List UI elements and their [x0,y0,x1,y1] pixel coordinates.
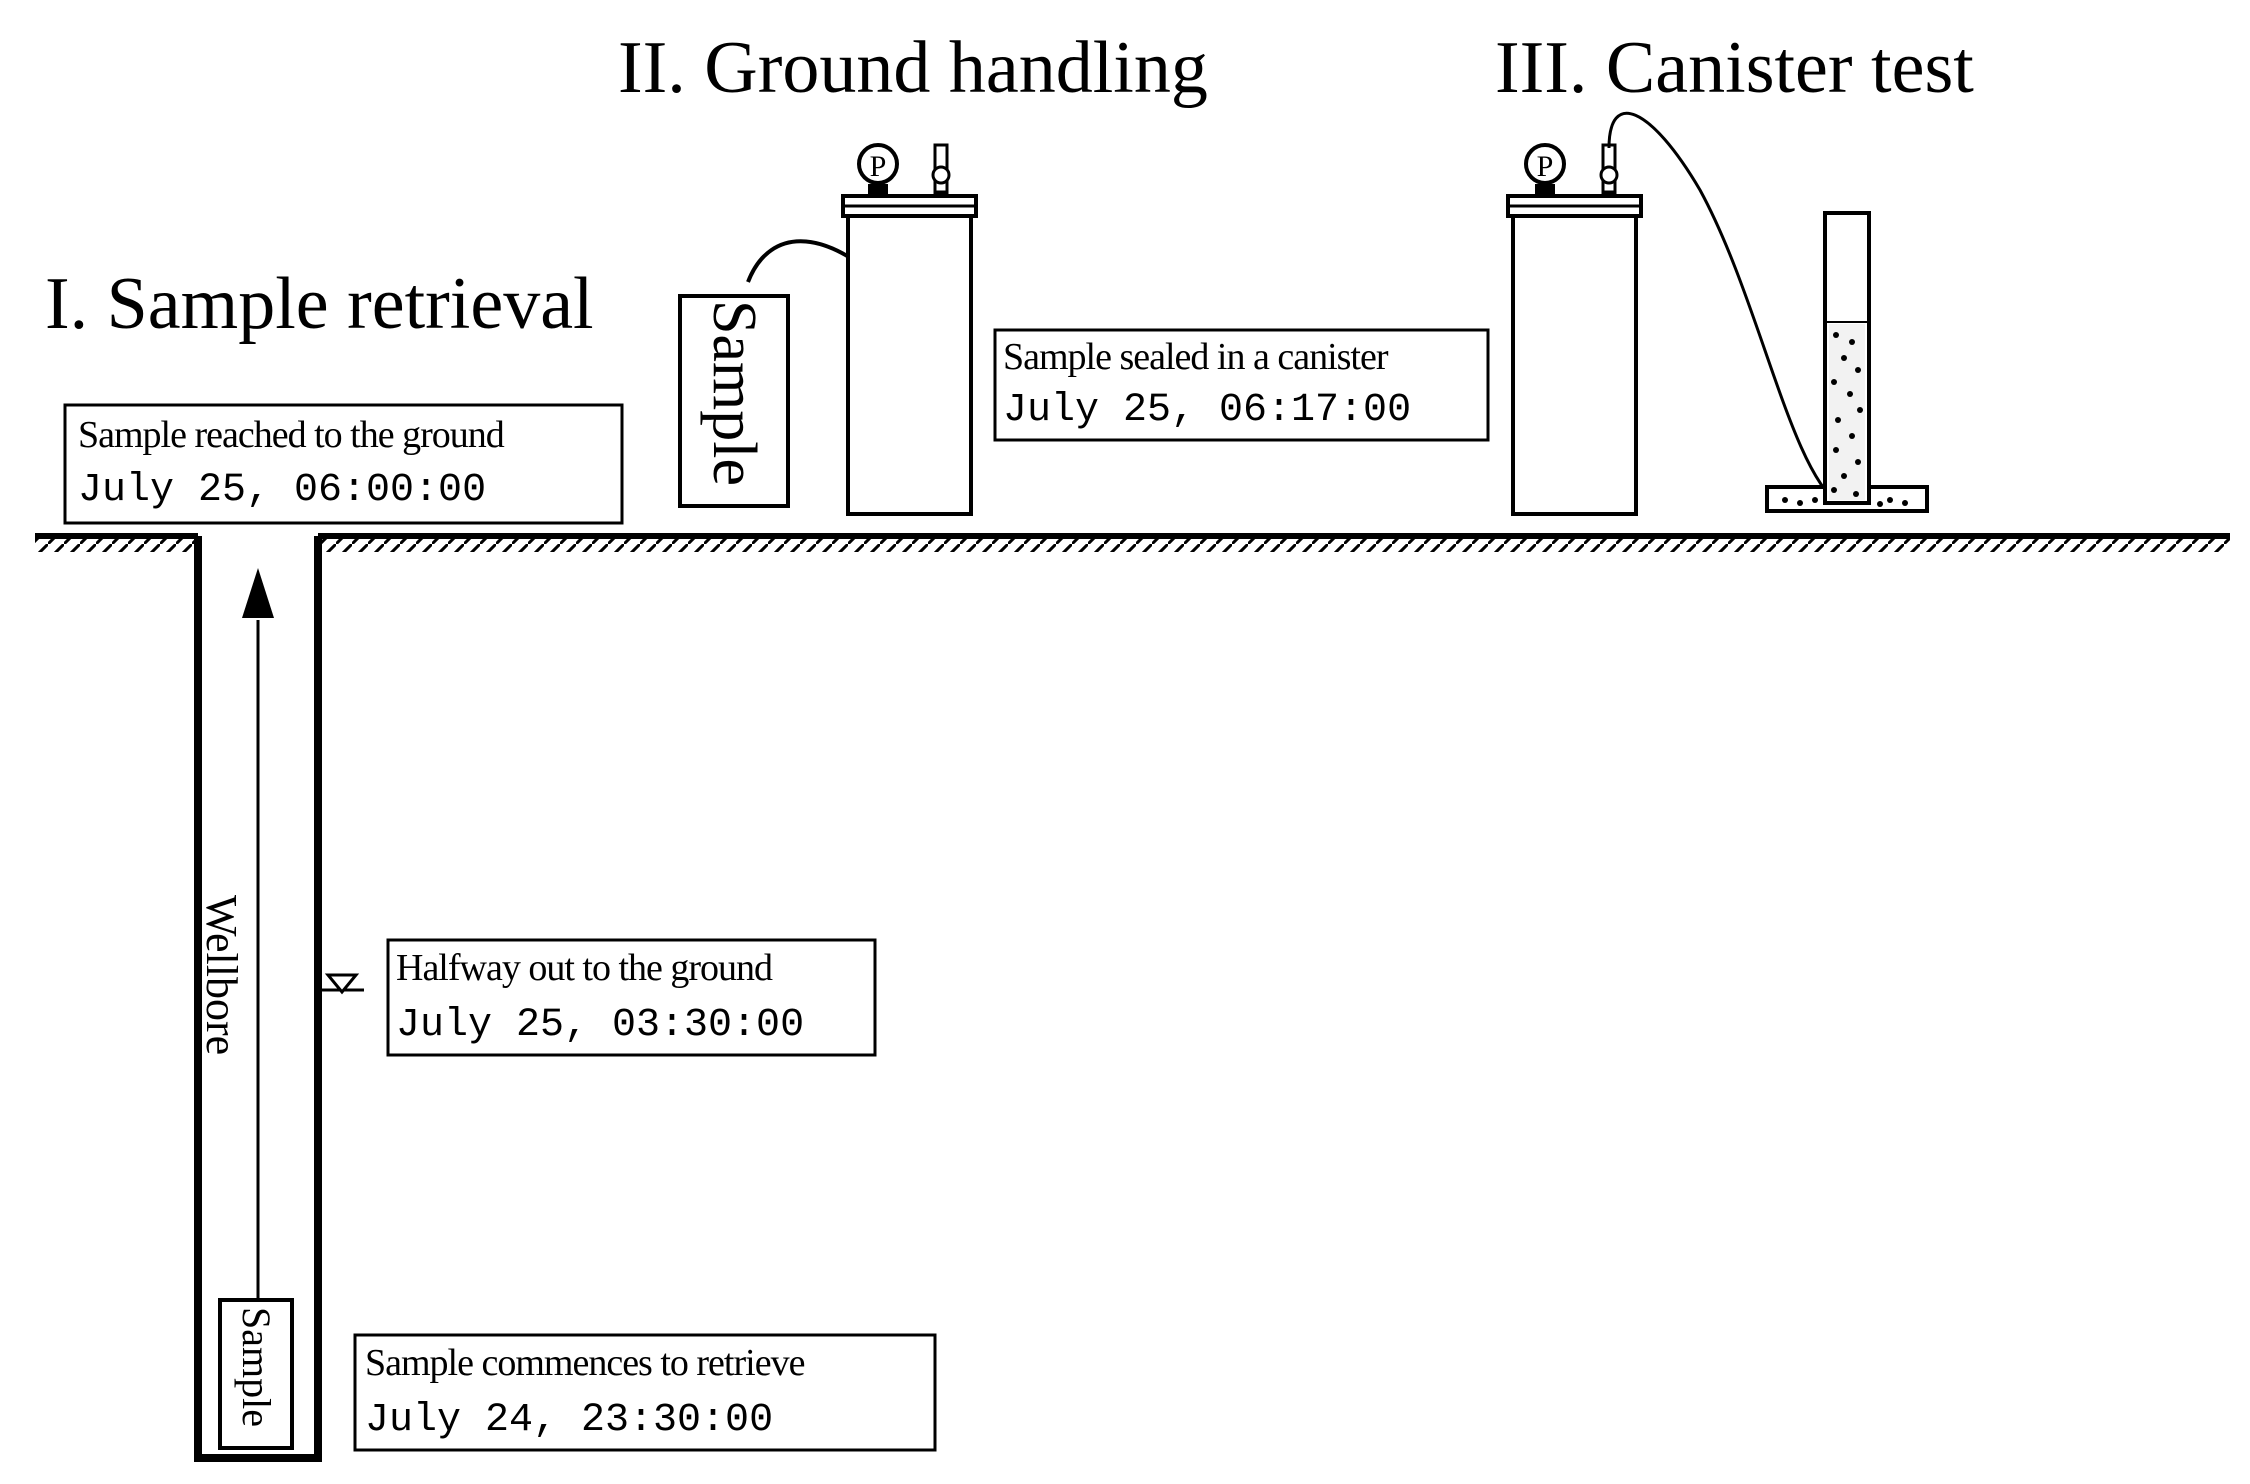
stage-title-handling: II. Ground handling [618,27,1208,109]
handling-pressure-gauge-icon: P [857,143,899,196]
event-commences-label: Sample commences to retrieve [365,1342,805,1384]
handling-sample-label: Sample [700,300,768,486]
test-valve-icon [1599,143,1619,197]
gas-tube [1607,111,1841,507]
water-level-icon [318,973,364,995]
event-commences-time: July 24, 23:30:00 [365,1398,773,1443]
event-reached-ground-label: Sample reached to the ground [78,414,505,456]
event-reached-ground: Sample reached to the ground July 25, 06… [63,403,624,525]
event-sealed-label: Sample sealed in a canister [1003,336,1389,378]
wellbore-sample-box [218,1298,294,1450]
handling-canister [841,194,978,516]
test-gauge-label: P [1537,150,1554,183]
handling-gauge-label: P [870,150,887,183]
ground-surface [35,533,2230,552]
water-column [1829,324,1865,500]
measuring-cylinder [1765,211,1929,513]
test-pressure-gauge-icon: P [1524,143,1566,196]
wellbore-sample-label: Sample [234,1307,279,1427]
event-commences: Sample commences to retrieve July 24, 23… [353,1333,937,1452]
stage-title-retrieval: I. Sample retrieval [45,263,594,345]
wellbore-label: Wellbore [197,895,246,1055]
event-reached-ground-time: July 25, 06:00:00 [78,468,486,513]
event-halfway: Halfway out to the ground July 25, 03:30… [386,938,877,1057]
event-halfway-time: July 25, 03:30:00 [396,1003,804,1048]
test-canister [1506,194,1643,516]
upward-arrow-icon [242,568,274,1300]
event-sealed-time: July 25, 06:17:00 [1003,388,1411,433]
event-sealed: Sample sealed in a canister July 25, 06:… [993,328,1490,442]
event-halfway-label: Halfway out to the ground [396,947,773,989]
basin-water [1782,497,1908,507]
wellbore [194,536,322,1462]
handling-valve-icon [931,143,951,197]
handling-sample-box [678,294,790,508]
stage-title-canister-test: III. Canister test [1495,27,1974,109]
